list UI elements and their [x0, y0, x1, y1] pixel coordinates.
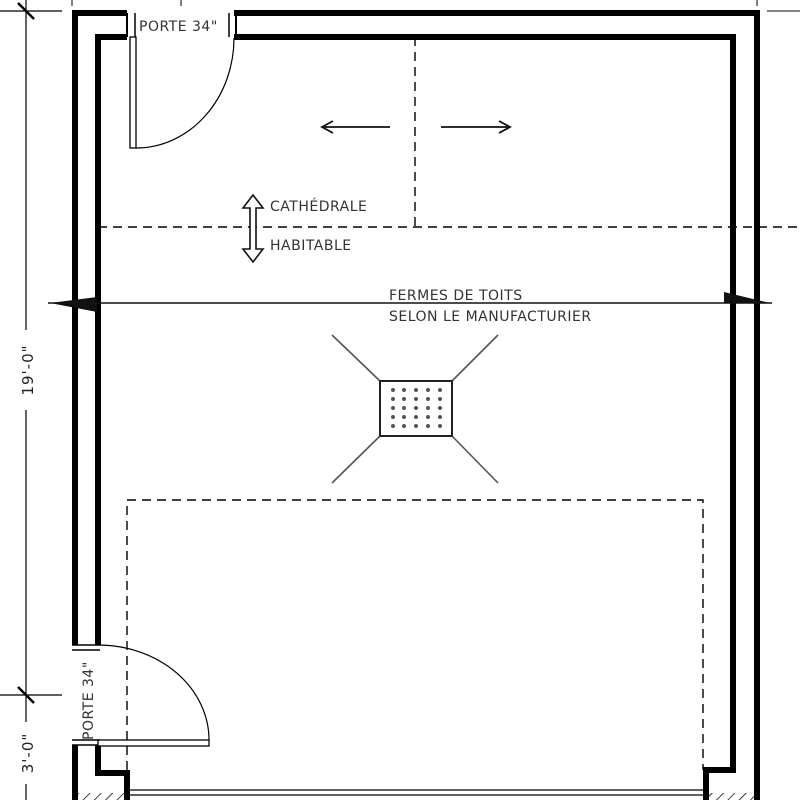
arrow-left-icon — [320, 120, 390, 134]
footing-right — [708, 793, 755, 800]
ceiling-lower-label: HABITABLE — [270, 238, 352, 254]
section-marker-left-icon — [50, 297, 97, 312]
trusses-label-line1: FERMES DE TOITS — [389, 288, 523, 304]
section-marker-right-icon — [724, 292, 770, 303]
trusses-label-line2: SELON LE MANUFACTURIER — [389, 309, 592, 325]
cathedral-zone — [98, 37, 800, 228]
dimension-line-left — [0, 0, 62, 800]
garage-door-zone — [126, 499, 704, 800]
dimension-label-main: 19'-0" — [19, 344, 37, 395]
dimension-ticks-top — [71, 0, 800, 12]
ceiling-upper-label: CATHÉDRALE — [270, 198, 367, 215]
door-top — [126, 13, 237, 149]
footing-left — [78, 793, 125, 800]
exterior-wall — [72, 10, 760, 800]
dimension-label-bottom: 3'-0" — [19, 733, 37, 774]
ceiling-fan-icon — [331, 334, 499, 484]
interior-wall — [95, 34, 736, 800]
double-arrow-vertical-icon — [241, 193, 265, 264]
door-bottom-left — [72, 644, 210, 747]
door-bottom-label: PORTE 34" — [81, 661, 97, 740]
garage-door — [130, 789, 704, 796]
arrow-right-icon — [441, 120, 512, 134]
door-top-label: PORTE 34" — [139, 19, 218, 35]
